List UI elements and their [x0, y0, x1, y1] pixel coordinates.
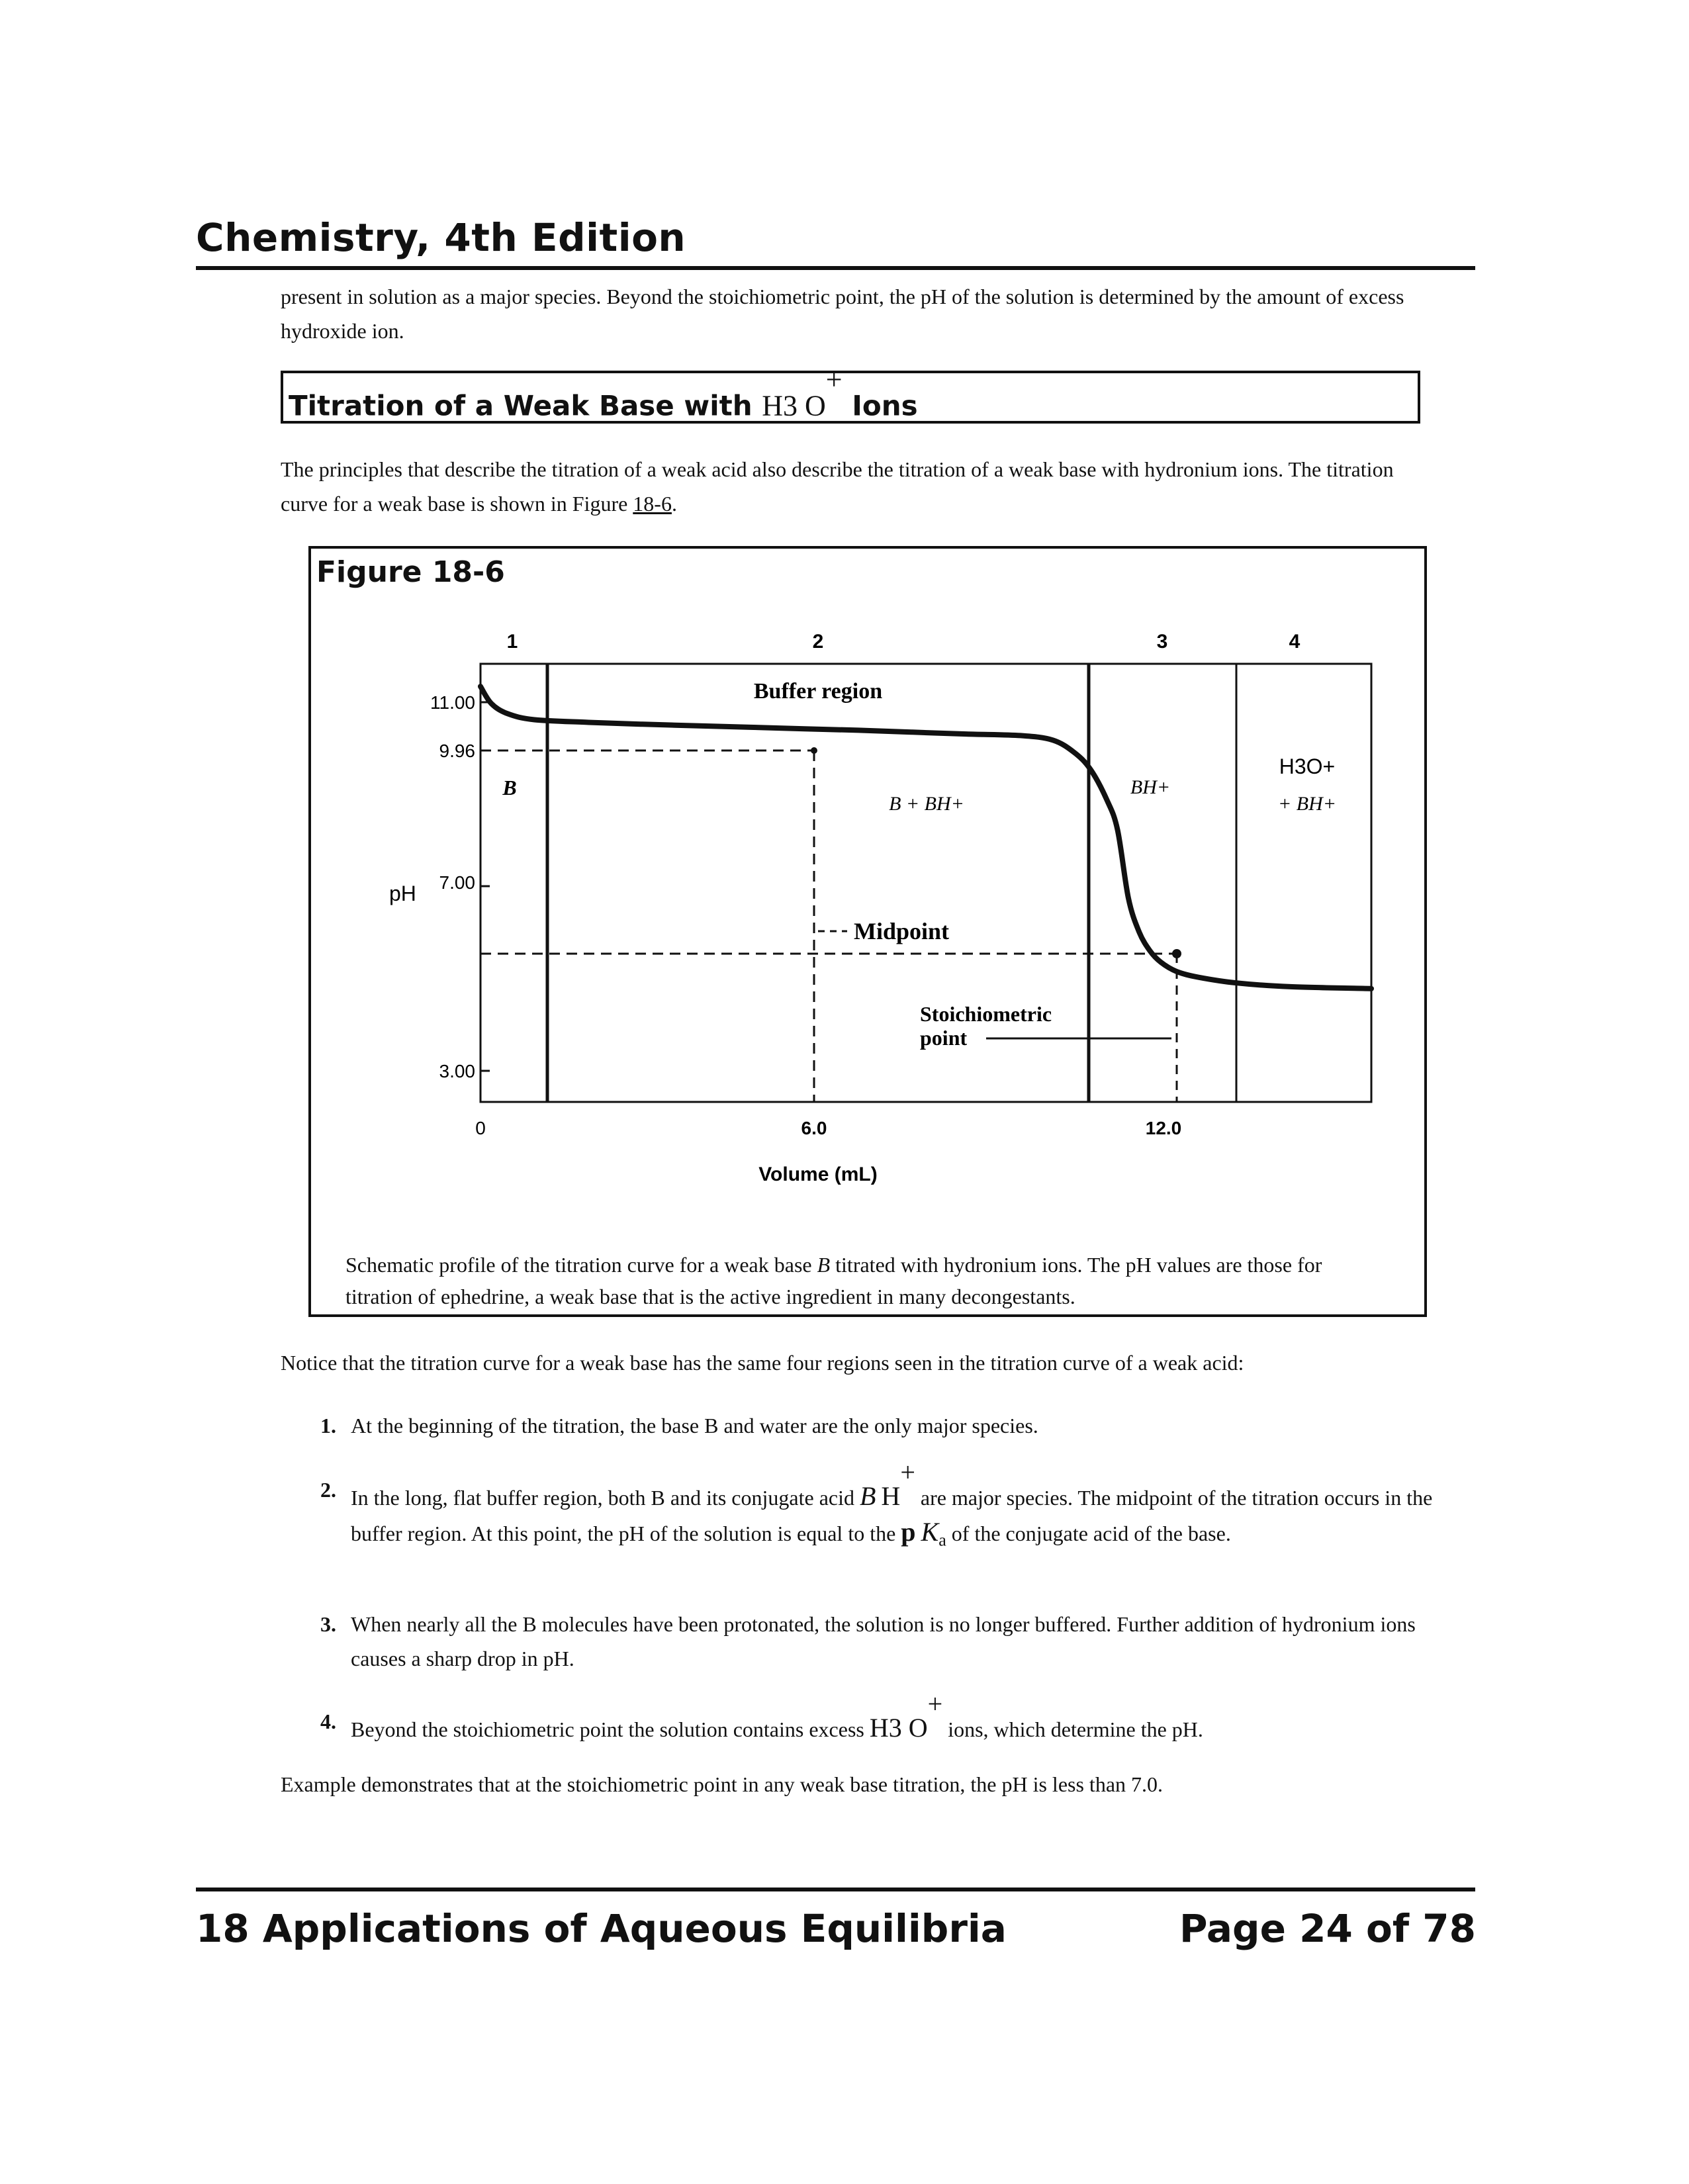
x-tick-label-0: 0 — [475, 1118, 486, 1138]
section-title-end: Ions — [842, 389, 918, 422]
symbol-p: p — [901, 1517, 916, 1547]
symbol-h: H — [881, 1481, 901, 1511]
var-b: B — [859, 1481, 876, 1511]
figure-box: Figure 18-6 1 2 3 4 11.00 9.96 7.00 3.00 — [308, 546, 1427, 1317]
bh-species-label: BH+ — [1130, 776, 1170, 798]
list-item-text: Beyond the stoichiometric point the solu… — [351, 1717, 870, 1741]
region-number-2: 2 — [813, 631, 824, 653]
region-number-4: 4 — [1289, 631, 1301, 653]
titration-chart: 1 2 3 4 11.00 9.96 7.00 3.00 pH 0 6.0 12… — [389, 631, 1374, 1185]
symbol-plus: + — [900, 1457, 915, 1487]
list-number: 3. — [320, 1612, 336, 1636]
list-number: 1. — [320, 1414, 336, 1437]
y-tick-label-7: 7.00 — [439, 872, 476, 893]
list-number: 2. — [320, 1478, 336, 1502]
section-heading-box: Titration of a Weak Base with H3 O+ Ions — [281, 365, 1420, 424]
notice-paragraph: Notice that the titration curve for a we… — [281, 1351, 1244, 1375]
symbol-plus: + — [927, 1689, 943, 1719]
y-tick-label-996: 9.96 — [439, 741, 476, 761]
list-item: 2. In the long, flat buffer region, both… — [320, 1459, 1436, 1557]
principles-text-end: . — [671, 492, 677, 516]
b-species-label: B — [502, 776, 516, 799]
stoichiometric-point-marker — [1172, 949, 1181, 958]
plus-bh-species-label: + BH+ — [1278, 793, 1336, 815]
list-item-text: In the long, flat buffer region, both B … — [351, 1486, 860, 1510]
header-rule — [196, 266, 1475, 270]
subscript-a: a — [938, 1530, 946, 1550]
example-paragraph: Example demonstrates that at the stoichi… — [281, 1772, 1164, 1796]
list-item-text-2: are major species. The midpoint of the t… — [351, 1486, 1433, 1545]
x-axis-label: Volume (mL) — [758, 1163, 877, 1185]
footer-rule — [196, 1888, 1475, 1891]
caption-var-b: B — [817, 1253, 831, 1277]
plot-frame — [479, 662, 1373, 1103]
x-tick-label-12: 12.0 — [1146, 1118, 1182, 1138]
list-item: 4. Beyond the stoichiometric point the s… — [320, 1691, 1436, 1747]
figure-reference-link[interactable]: 18-6 — [633, 492, 672, 516]
y-axis-label: pH — [389, 882, 416, 905]
principles-paragraph: The principles that describe the titrati… — [281, 452, 1419, 521]
list-item-text-3: of the conjugate acid of the base. — [946, 1522, 1231, 1545]
list-item-text: When nearly all the B molecules have bee… — [351, 1612, 1416, 1670]
var-k: K — [921, 1517, 939, 1547]
caption-text: Schematic profile of the titration curve… — [345, 1253, 817, 1277]
list-item-text: At the beginning of the titration, the b… — [351, 1414, 1038, 1437]
titration-curve — [478, 684, 1374, 991]
section-title-chem: H3 O — [762, 389, 826, 422]
region-number-3: 3 — [1157, 631, 1168, 653]
y-tick-label-11: 11.00 — [430, 692, 475, 713]
section-heading: Titration of a Weak Base with H3 O+ Ions — [289, 365, 918, 423]
list-item: 3. When nearly all the B molecules have … — [320, 1607, 1436, 1676]
symbol-h3o: H3 O — [869, 1713, 928, 1743]
midpoint-marker — [811, 747, 817, 754]
x-tick-label-6: 6.0 — [801, 1118, 827, 1138]
region-number-1: 1 — [507, 631, 518, 653]
y-tick-label-3: 3.00 — [439, 1061, 476, 1081]
b-bh-species-label: B + BH+ — [889, 793, 964, 815]
list-number: 4. — [320, 1709, 336, 1733]
footer-page-number: Page 24 of 78 — [1179, 1906, 1476, 1951]
list-item-text-2: ions, which determine the pH. — [942, 1717, 1203, 1741]
stoichiometric-point-label: point — [920, 1026, 967, 1050]
figure-label: Figure 18-6 — [316, 555, 505, 589]
stoichiometric-label: Stoichiometric — [920, 1002, 1052, 1026]
list-item: 1. At the beginning of the titration, th… — [320, 1408, 1436, 1443]
book-title: Chemistry, 4th Edition — [196, 215, 686, 260]
section-title-start: Titration of a Weak Base with — [289, 389, 762, 422]
footer-chapter-title: 18 Applications of Aqueous Equilibria — [196, 1906, 1007, 1951]
intro-paragraph: present in solution as a major species. … — [281, 285, 1404, 343]
principles-text: The principles that describe the titrati… — [281, 457, 1394, 516]
midpoint-label: Midpoint — [854, 918, 949, 944]
caption-text-end: titrated with hydronium ions. The pH val… — [345, 1253, 1322, 1308]
h3o-species-label: H3O+ — [1279, 754, 1335, 778]
section-title-charge: + — [825, 363, 843, 396]
figure-caption: Schematic profile of the titration curve… — [345, 1249, 1391, 1312]
buffer-region-label: Buffer region — [754, 679, 882, 704]
